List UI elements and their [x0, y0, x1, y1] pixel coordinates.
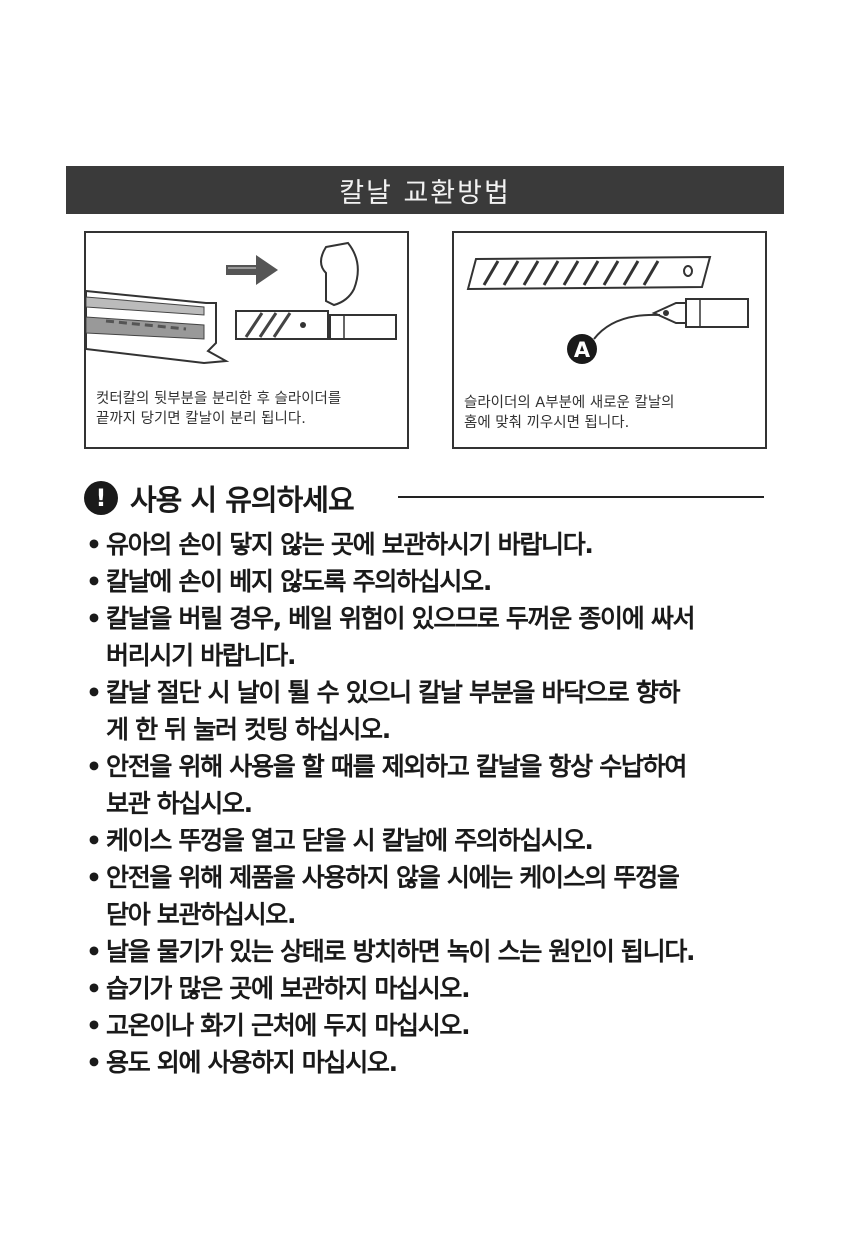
insert-caption-line-1: 슬라이더의 A부분에 새로운 칼날의 [464, 395, 675, 411]
instruction-panel-remove: 컷터칼의 뒷부분을 분리한 후 슬라이더를 끝까지 당기면 칼날이 분리 됩니다… [84, 231, 409, 449]
bullet: • [86, 1011, 102, 1040]
section-header: 칼날 교환방법 [66, 166, 784, 214]
exclamation-icon: ! [84, 481, 118, 515]
list-item: •칼날 절단 시 날이 튈 수 있으니 칼날 부분을 바닥으로 향하 게 한 뒤… [84, 674, 784, 748]
title-divider [398, 496, 764, 498]
list-item: •안전을 위해 사용을 할 때를 제외하고 칼날을 항상 수납하여 보관 하십시… [84, 748, 784, 822]
bullet: • [86, 937, 102, 966]
part-a-label: A [574, 338, 591, 362]
list-item: •습기가 많은 곳에 보관하지 마십시오. [84, 970, 784, 1007]
notice-title: 사용 시 유의하세요 [130, 483, 355, 517]
bullet: • [86, 678, 102, 707]
new-blade-drawing [466, 255, 712, 291]
list-item: •케이스 뚜껑을 열고 닫을 시 칼날에 주의하십시오. [84, 822, 784, 859]
list-item-text: 칼날에 손이 베지 않도록 주의하십시오. [106, 567, 492, 596]
slider-drawing [593, 298, 749, 340]
list-item-text: 안전을 위해 사용을 할 때를 제외하고 칼날을 항상 수납하여 보관 하십시오… [106, 752, 687, 818]
insert-caption-line-2: 홈에 맞춰 끼우시면 됩니다. [464, 415, 630, 431]
list-item: •날을 물기가 있는 상태로 방치하면 녹이 스는 원인이 됩니다. [84, 933, 784, 970]
list-item-text: 케이스 뚜껑을 열고 닫을 시 칼날에 주의하십시오. [106, 826, 594, 855]
bullet: • [86, 752, 102, 781]
bullet: • [86, 604, 102, 633]
list-item: •유아의 손이 닿지 않는 곳에 보관하시기 바랍니다. [84, 526, 784, 563]
remove-caption-line-2: 끝까지 당기면 칼날이 분리 됩니다. [96, 411, 306, 427]
end-cap-drawing [320, 241, 359, 307]
arrow-right-icon [226, 255, 278, 285]
blade-slider-drawing [235, 310, 397, 340]
caution-list: •유아의 손이 닿지 않는 곳에 보관하시기 바랍니다. •칼날에 손이 베지 … [84, 526, 784, 1081]
list-item-text: 고온이나 화기 근처에 두지 마십시오. [106, 1011, 471, 1040]
part-a-marker [567, 334, 597, 364]
list-item: •칼날을 버릴 경우, 베일 위험이 있으므로 두꺼운 종이에 싸서 버리시기 … [84, 600, 784, 674]
bullet: • [86, 530, 102, 559]
list-item: •고온이나 화기 근처에 두지 마십시오. [84, 1007, 784, 1044]
list-item-text: 칼날 절단 시 날이 튈 수 있으니 칼날 부분을 바닥으로 향하 게 한 뒤 … [106, 678, 680, 744]
remove-caption-line-1: 컷터칼의 뒷부분을 분리한 후 슬라이더를 [96, 391, 342, 407]
list-item: •안전을 위해 제품을 사용하지 않을 시에는 케이스의 뚜껑을 닫아 보관하십… [84, 859, 784, 933]
cutter-body-drawing [86, 289, 230, 365]
list-item-text: 용도 외에 사용하지 마십시오. [106, 1048, 398, 1077]
list-item-text: 칼날을 버릴 경우, 베일 위험이 있으므로 두꺼운 종이에 싸서 버리시기 바… [106, 604, 696, 670]
bullet: • [86, 826, 102, 855]
list-item-text: 습기가 많은 곳에 보관하지 마십시오. [106, 974, 471, 1003]
insert-caption: 슬라이더의 A부분에 새로운 칼날의 홈에 맞춰 끼우시면 됩니다. [464, 393, 757, 433]
list-item-text: 유아의 손이 닿지 않는 곳에 보관하시기 바랍니다. [106, 530, 594, 559]
list-item-text: 날을 물기가 있는 상태로 방치하면 녹이 스는 원인이 됩니다. [106, 937, 696, 966]
remove-caption: 컷터칼의 뒷부분을 분리한 후 슬라이더를 끝까지 당기면 칼날이 분리 됩니다… [96, 389, 399, 429]
list-item: •칼날에 손이 베지 않도록 주의하십시오. [84, 563, 784, 600]
instruction-panel-insert: A 슬라이더의 A부분에 새로운 칼날의 홈에 맞춰 끼우시면 됩니다. [452, 231, 767, 449]
bullet: • [86, 567, 102, 596]
bullet: • [86, 974, 102, 1003]
notice-heading: ! 사용 시 유의하세요 [84, 478, 355, 518]
section-title: 칼날 교환방법 [339, 177, 511, 209]
bullet: • [86, 1048, 102, 1077]
list-item-text: 안전을 위해 제품을 사용하지 않을 시에는 케이스의 뚜껑을 닫아 보관하십시… [106, 863, 680, 929]
cutter-removal-illustration [86, 241, 397, 365]
bullet: • [86, 863, 102, 892]
list-item: •용도 외에 사용하지 마십시오. [84, 1044, 784, 1081]
blade-insertion-illustration: A [466, 255, 749, 364]
